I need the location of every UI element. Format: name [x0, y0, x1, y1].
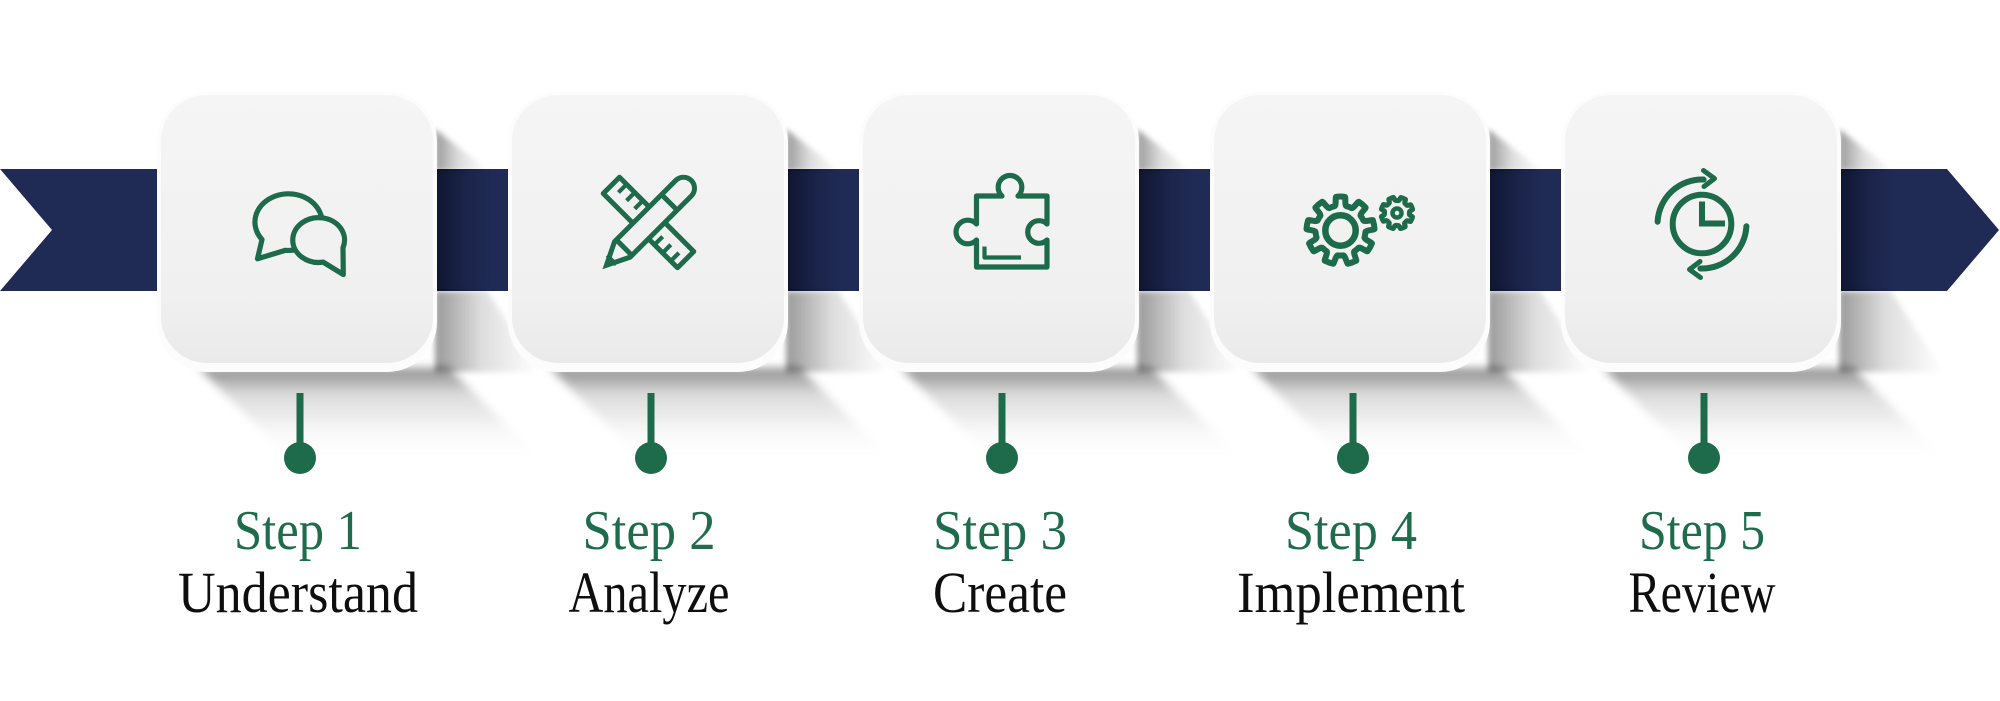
svg-text:Step 5: Step 5 [1639, 500, 1765, 562]
svg-text:Understand: Understand [178, 560, 418, 625]
svg-text:Step 4: Step 4 [1285, 500, 1417, 562]
svg-text:Implement: Implement [1237, 560, 1465, 625]
svg-text:Review: Review [1629, 560, 1776, 625]
svg-text:Step 2: Step 2 [583, 500, 716, 562]
svg-text:Step 3: Step 3 [933, 500, 1067, 562]
svg-text:Analyze: Analyze [569, 560, 730, 625]
svg-text:Create: Create [933, 560, 1067, 625]
svg-text:Step 1: Step 1 [234, 500, 362, 562]
